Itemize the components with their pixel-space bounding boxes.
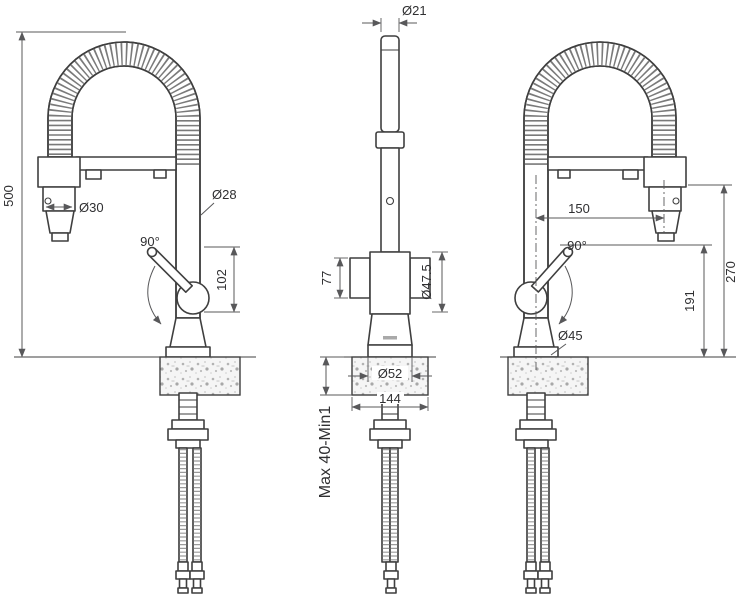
dim-label-500: 500 [1,185,16,207]
dim-overall-height: 500 [1,31,126,358]
dim-label-90-right: 90° [567,238,587,253]
dim-spray-diameter: Ø30 [45,200,104,215]
dim-body-diameter: Ø47.5 [419,251,448,313]
spout-column [375,35,405,253]
dim-base-diameter: Ø52 [348,357,432,382]
dim-label-270: 270 [723,261,738,283]
dim-label-max40-min1: Max 40-Min1 [317,406,334,499]
dim-counter-thickness: Max 40-Min1 [317,356,352,499]
dim-handle-rotation: 90° [558,238,587,325]
counter-block [507,356,589,396]
spray-head [643,156,687,242]
dim-handle-height: 102 [204,246,240,313]
dim-label-d52: Ø52 [378,366,403,381]
dim-label-102: 102 [214,269,229,291]
dim-label-d28: Ø28 [212,187,237,202]
handle-lever [514,246,574,315]
dim-label-77: 77 [319,271,334,285]
dim-base-ring-diameter: Ø45 [550,328,583,356]
supply-hoses [523,447,553,594]
view-side-left: 500 Ø30 Ø28 90° 102 [1,31,256,594]
view-front: Ø21 77 Ø47.5 Ø52 [317,3,448,594]
supply-hoses [381,447,399,594]
supply-hoses [175,447,205,594]
dim-handle-top-height: 191 [560,244,712,358]
dim-label-d47-5: Ø47.5 [419,264,434,299]
dim-spout-tip-diameter: Ø21 [362,3,427,32]
dim-label-191: 191 [682,290,697,312]
spray-head [37,156,81,242]
brand-mark [383,336,397,340]
dim-label-144: 144 [379,391,401,406]
dim-label-150: 150 [568,201,590,216]
dim-label-90-left: 90° [140,234,160,249]
faucet-base [165,317,211,358]
dim-label-d45: Ø45 [558,328,583,343]
handle-lever [146,246,210,315]
mounting-hardware [515,392,557,449]
dim-column-diameter: Ø28 [200,187,237,216]
spray-bracket [547,156,649,180]
dim-mounting-width: 144 [351,391,429,411]
dim-handle-rotation: 90° [140,234,162,325]
counter-block [159,356,241,396]
dim-label-d30: Ø30 [79,200,104,215]
dim-label-d21: Ø21 [402,3,427,18]
faucet-body [349,251,431,358]
spray-bracket [75,156,177,180]
mounting-hardware [167,392,209,449]
dim-spray-offset: 150 [535,201,665,222]
dim-handle-span: 77 [319,257,348,299]
dim-spray-height: 270 [688,184,738,358]
view-side-right: 150 270 191 90° Ø45 [500,41,738,594]
